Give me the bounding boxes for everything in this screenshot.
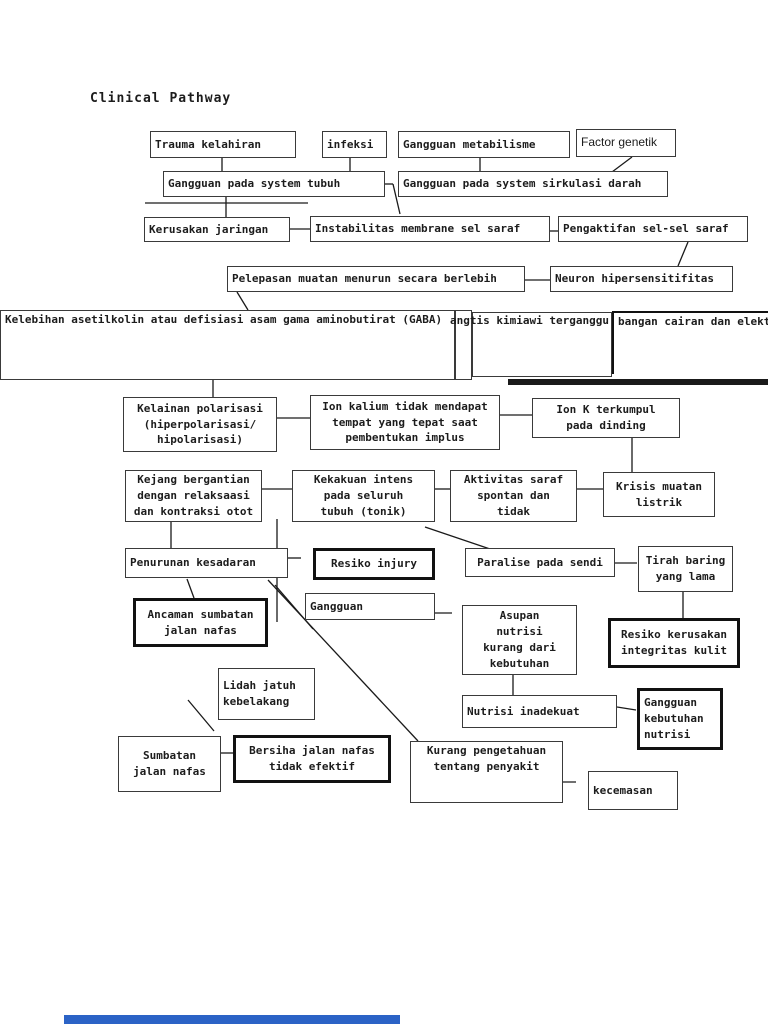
connector bbox=[236, 291, 249, 311]
node-ancaman-sumbatan: Ancaman sumbatan jalan nafas bbox=[133, 598, 268, 647]
node-paralise-pada-sendi: Paralise pada sendi bbox=[465, 548, 615, 577]
node-ion-k-terkumpul: Ion K terkumpul pada dinding bbox=[532, 398, 680, 438]
label-sinaptik-kimiawi-terganggu: angtis kimiawi terganggu bbox=[450, 314, 609, 327]
node-lidah-jatuh: Lidah jatuh kebelakang bbox=[218, 668, 315, 720]
connector bbox=[424, 526, 491, 550]
page-title: Clinical Pathway bbox=[90, 91, 232, 106]
connector bbox=[186, 578, 195, 599]
node-gangguan-kebutuhan-nutrisi: Gangguan kebutuhan nutrisi bbox=[637, 688, 723, 750]
node-asupan-nutrisi: Asupan nutrisi kurang dari kebutuhan bbox=[462, 605, 577, 675]
node-factor-genetik: Factor genetik bbox=[576, 129, 676, 157]
node-kejang-bergantian: Kejang bergantian dengan relaksaasi dan … bbox=[125, 470, 262, 522]
node-ion-kalium: Ion kalium tidak mendapat tempat yang te… bbox=[310, 395, 500, 450]
node-keseimbangan-cairan-elektrolit: bangan cairan dan elekt bbox=[612, 311, 768, 374]
node-empty-slim-box bbox=[455, 310, 472, 380]
node-tirah-baring: Tirah baring yang lama bbox=[638, 546, 733, 592]
node-neuron-hipersensitifitas: Neuron hipersensitifitas bbox=[550, 266, 733, 292]
connector bbox=[187, 699, 215, 732]
node-sinaptik-kimiawi-terganggu bbox=[472, 312, 612, 377]
node-infeksi: infeksi bbox=[322, 131, 387, 158]
node-resiko-injury: Resiko injury bbox=[313, 548, 435, 580]
connector bbox=[677, 241, 689, 267]
node-kerusakan-jaringan: Kerusakan jaringan bbox=[144, 217, 290, 242]
node-gangguan-metabilisme: Gangguan metabilisme bbox=[398, 131, 570, 158]
node-penurunan-kesadaran: Penurunan kesadaran bbox=[125, 548, 288, 578]
node-nutrisi-inadekuat: Nutrisi inadekuat bbox=[462, 695, 617, 728]
node-kecemasan: kecemasan bbox=[588, 771, 678, 810]
node-kekakuan-intens: Kekakuan intens pada seluruh tubuh (toni… bbox=[292, 470, 435, 522]
node-krisis-muatan-listrik: Krisis muatan listrik bbox=[603, 472, 715, 517]
connector bbox=[611, 156, 633, 173]
node-gangguan-sirkulasi-darah: Gangguan pada system sirkulasi darah bbox=[398, 171, 668, 197]
node-gangguan: Gangguan bbox=[305, 593, 435, 620]
node-bersiha-jalan-nafas: Bersiha jalan nafas tidak efektif bbox=[233, 735, 391, 783]
node-kurang-pengetahuan: Kurang pengetahuan tentang penyakit bbox=[410, 741, 563, 803]
footer-highlight-bar bbox=[64, 1015, 400, 1024]
node-instabilitas-membrane: Instabilitas membrane sel saraf bbox=[310, 216, 550, 242]
node-gangguan-system-tubuh: Gangguan pada system tubuh bbox=[163, 171, 385, 197]
node-kelebihan-asetilkolin-gaba: Kelebihan asetilkolin atau defisiasi asa… bbox=[0, 310, 455, 380]
node-pelepasan-muatan: Pelepasan muatan menurun secara berlebih bbox=[227, 266, 525, 292]
node-resiko-kerusakan-integritas-kulit: Resiko kerusakan integritas kulit bbox=[608, 618, 740, 668]
connector bbox=[616, 706, 637, 711]
node-kelainan-polarisasi: Kelainan polarisasi (hiperpolarisasi/ hi… bbox=[123, 397, 277, 452]
thick-black-bar bbox=[508, 379, 768, 385]
node-sumbatan-jalan-nafas: Sumbatan jalan nafas bbox=[118, 736, 221, 792]
node-pengaktifan-sel-saraf: Pengaktifan sel-sel saraf bbox=[558, 216, 748, 242]
node-aktivitas-saraf: Aktivitas saraf spontan dan tidak bbox=[450, 470, 577, 522]
node-trauma-kelahiran: Trauma kelahiran bbox=[150, 131, 296, 158]
